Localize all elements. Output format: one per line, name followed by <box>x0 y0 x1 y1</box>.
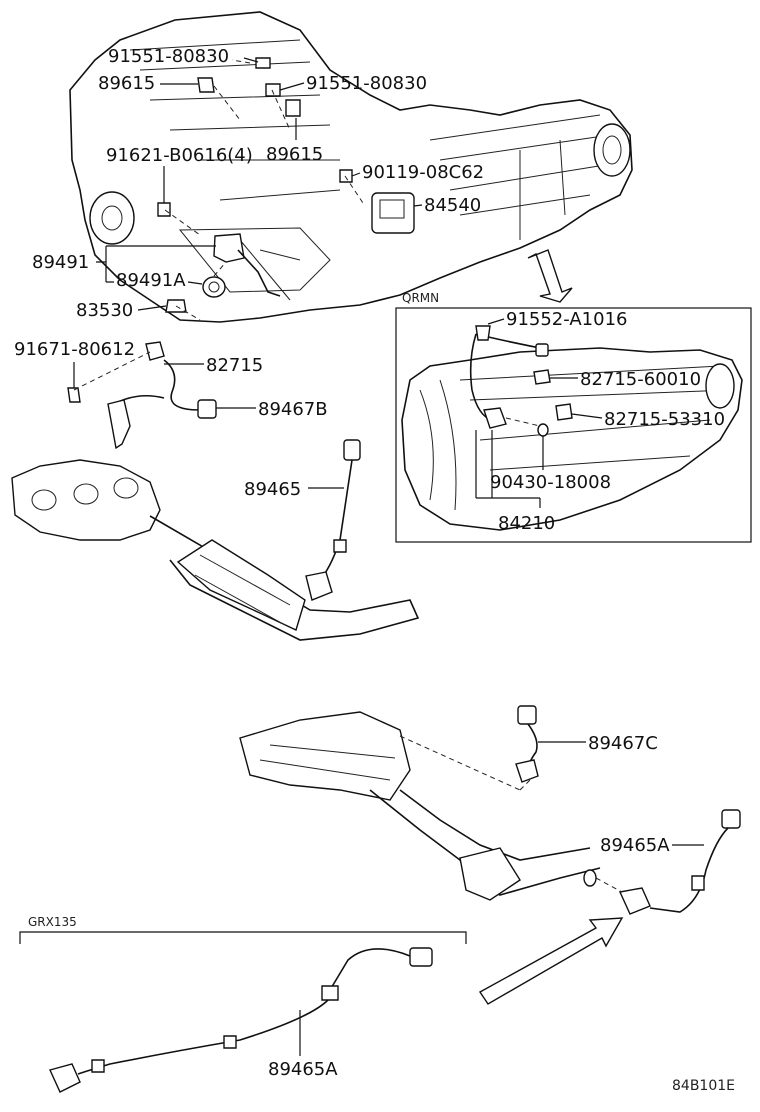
inset-transmission-illustration <box>401 325 743 531</box>
label-91552-a1016: 91552-A1016 <box>506 309 627 330</box>
label-90119-08c62: 90119-08C62 <box>362 162 484 183</box>
label-89465a-upper: 89465A <box>600 835 670 856</box>
variant-sensor-illustration <box>49 947 433 1093</box>
label-91551-80830-lower: 91551-80830 <box>306 73 427 94</box>
label-84210: 84210 <box>498 513 555 534</box>
label-90430-18008: 90430-18008 <box>490 472 611 493</box>
label-89491: 89491 <box>32 252 89 273</box>
label-82715-53310: 82715-53310 <box>604 409 725 430</box>
exhaust-rear-illustration <box>239 705 741 1005</box>
exhaust-front-illustration <box>11 341 420 641</box>
variant-title-grx135: GRX135 <box>28 915 77 929</box>
label-89465a-lower: 89465A <box>268 1059 338 1080</box>
label-89615-lower: 89615 <box>266 144 323 165</box>
label-89465: 89465 <box>244 479 301 500</box>
label-82715: 82715 <box>206 355 263 376</box>
label-89491a: 89491A <box>116 270 186 291</box>
label-91621-b0616: 91621-B0616(4) <box>106 145 253 166</box>
label-91551-80830-upper: 91551-80830 <box>108 46 229 67</box>
label-82715-60010: 82715-60010 <box>580 369 701 390</box>
label-91671-80612: 91671-80612 <box>14 339 135 360</box>
engine-transmission-illustration <box>69 11 633 323</box>
label-83530: 83530 <box>76 300 133 321</box>
label-84540: 84540 <box>424 195 481 216</box>
label-89615-upper: 89615 <box>98 73 155 94</box>
inset-title-qrmn: QRMN <box>402 291 439 305</box>
variant-bracket <box>19 931 467 944</box>
label-89467c: 89467C <box>588 733 658 754</box>
diagram-code: 84B101E <box>672 1078 735 1094</box>
inset-box-qrmn <box>395 307 752 543</box>
label-89467b: 89467B <box>258 399 328 420</box>
